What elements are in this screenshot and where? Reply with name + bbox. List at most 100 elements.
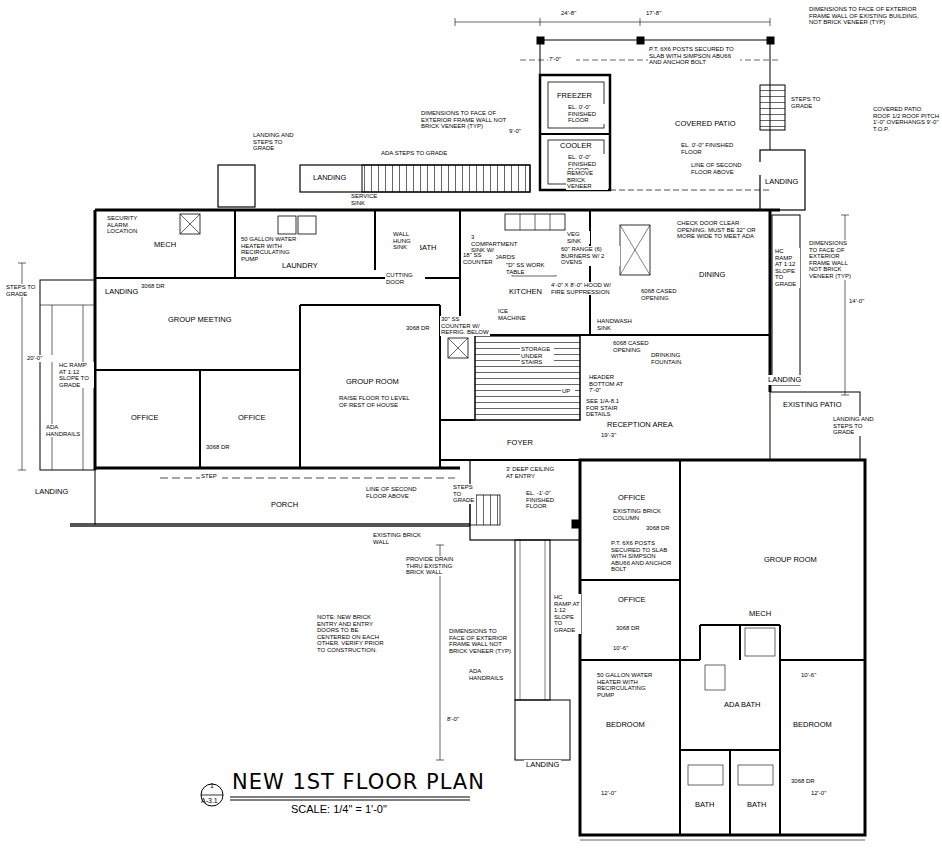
room-label: BATH bbox=[745, 800, 768, 810]
plan-annotation: 30" SS COUNTER W/ REFRIG. BELOW bbox=[440, 316, 490, 336]
room-name: LAUNDRY bbox=[282, 262, 318, 270]
plan-annotation: 50 GALLON WATER HEATER WITH RECIRCULATIN… bbox=[596, 672, 660, 698]
room-label: RECEPTION AREA bbox=[605, 420, 675, 430]
plan-annotation: UP bbox=[561, 388, 575, 395]
room-label: COOLER bbox=[558, 141, 594, 151]
room-name: LANDING bbox=[768, 376, 801, 384]
plan-annotation: EXISTING BRICK WALL bbox=[372, 532, 424, 545]
room-name: PORCH bbox=[271, 501, 298, 509]
plan-annotation: 3068 DR bbox=[140, 283, 172, 290]
room-name: LANDING bbox=[313, 174, 346, 182]
plan-annotation: HC RAMP AT 1:12 SLOPE TO GRADE bbox=[774, 248, 800, 288]
room-name: LANDING bbox=[526, 761, 559, 769]
plan-annotation: 14'-0" bbox=[848, 298, 882, 305]
plan-annotation: EXISTING BRICK COLUMN bbox=[612, 508, 662, 521]
room-label: COVERED PATIO bbox=[673, 119, 738, 129]
plan-annotation: HC RAMP AT 1:12 SLOPE TO GRADE bbox=[553, 594, 581, 634]
plan-annotation: RAISE FLOOR TO LEVEL OF REST OF HOUSE bbox=[338, 395, 412, 408]
plan-annotation: DIMENSIONS TO FACE OF EXTERIOR FRAME WAL… bbox=[448, 628, 514, 654]
room-label: LANDING bbox=[33, 487, 70, 497]
plan-annotation: 17'-8" bbox=[645, 10, 677, 17]
room-label: LANDING bbox=[766, 375, 803, 385]
plan-annotation: STEP bbox=[200, 473, 222, 480]
plan-annotation: HC RAMP AT 1:12 SLOPE TO GRADE bbox=[58, 362, 94, 388]
plan-annotation: ADA HANDRAILS bbox=[468, 668, 500, 681]
room-name: LANDING bbox=[35, 488, 68, 496]
plan-annotation: SERVICE SINK bbox=[350, 193, 384, 206]
room-label: FREEZER bbox=[555, 91, 594, 101]
room-name: LANDING bbox=[765, 178, 798, 186]
room-label: DINING bbox=[697, 270, 727, 280]
room-name: FREEZER bbox=[557, 92, 592, 100]
room-name: FOYER bbox=[507, 439, 533, 447]
plan-annotation: 20'-0" bbox=[26, 355, 58, 362]
plan-annotation: "D" SS WORK TABLE bbox=[505, 262, 557, 275]
plan-annotation: DIMENSIONS TO FACE OF EXTERIOR FRAME WAL… bbox=[808, 240, 852, 280]
plan-annotation: STEPS TO GRADE bbox=[452, 484, 476, 504]
plan-annotation: 10'-6" bbox=[612, 645, 644, 652]
plan-annotation: 4'-0" X 8'-0" HOOD W/ FIRE SUPPRESSION bbox=[550, 282, 612, 295]
plan-annotation: SECURITY ALARM LOCATION bbox=[106, 215, 150, 235]
room-label: LAUNDRY bbox=[280, 261, 320, 271]
plan-annotation: STEPS TO GRADE bbox=[5, 284, 37, 297]
room-name: LANDING bbox=[105, 288, 138, 296]
plan-annotation: 24'-8" bbox=[560, 10, 592, 17]
plan-annotation: LANDING AND STEPS TO GRADE bbox=[252, 132, 299, 152]
room-label: LANDING bbox=[524, 760, 561, 770]
plan-annotation: VEG SINK bbox=[566, 231, 590, 244]
room-label: ADA BATH bbox=[722, 700, 763, 710]
plan-annotation: STORAGE UNDER STAIRS bbox=[520, 346, 554, 366]
room-name: MECH bbox=[749, 610, 771, 618]
plan-annotation: REMOVE BRICK VENEER bbox=[566, 170, 608, 190]
plan-annotation: P.T. 6X6 POSTS SECURED TO SLAB WITH SIMP… bbox=[648, 46, 740, 66]
room-label: EXISTING PATIO bbox=[781, 400, 843, 410]
room-label: OFFICE bbox=[129, 413, 161, 423]
plan-annotation: 12'-0" bbox=[810, 790, 842, 797]
plan-annotation: SCALE: 1/4" = 1'-0" bbox=[290, 803, 388, 815]
plan-annotation: DRINKING FOUNTAIN bbox=[650, 352, 694, 365]
room-label: OFFICE bbox=[236, 413, 268, 423]
plan-annotation: 6068 CASED OPENING bbox=[612, 340, 650, 353]
plan-annotation: LINE OF SECOND FLOOR ABOVE bbox=[365, 486, 427, 499]
room-label: MECH bbox=[747, 609, 773, 619]
plan-annotation: DIMENSIONS TO FACE OF EXTERIOR FRAME WAL… bbox=[808, 6, 928, 26]
plan-annotation: 18" SS COUNTER bbox=[462, 252, 496, 265]
plan-annotation: 9'-0" bbox=[508, 128, 536, 135]
plan-annotation: COVERED PATIO ROOF 1/2 ROOF PITCH 1'-0" … bbox=[872, 106, 940, 132]
plan-annotation: 3068 DR bbox=[790, 778, 822, 785]
room-name: DINING bbox=[699, 271, 725, 279]
room-name: OFFICE bbox=[618, 494, 646, 502]
plan-annotation: 1 bbox=[209, 782, 215, 790]
room-name: RECEPTION AREA bbox=[607, 421, 673, 429]
room-label: LANDING bbox=[311, 173, 348, 183]
plan-annotation: STEPS TO GRADE bbox=[790, 96, 822, 109]
room-label: GROUP ROOM bbox=[762, 555, 819, 565]
room-label: KITCHEN bbox=[507, 287, 544, 297]
plan-annotation: LINE OF SECOND FLOOR ABOVE bbox=[690, 162, 762, 175]
plan-annotation: EL. 0'-0" FINISHED FLOOR bbox=[567, 104, 605, 124]
room-name: BATH bbox=[747, 801, 766, 809]
plan-annotation: NOTE: NEW BRICK ENTRY AND ENTRY DOORS TO… bbox=[316, 614, 390, 654]
plan-annotation: 60" RANGE (6) BURNERS W/ 2 OVENS bbox=[560, 246, 620, 266]
plan-annotation: LANDING AND STEPS TO GRADE bbox=[832, 416, 884, 436]
plan-annotation: 12'-0" bbox=[600, 790, 632, 797]
room-label: BEDROOM bbox=[791, 720, 834, 730]
room-label: BATH bbox=[693, 800, 716, 810]
room-name: EXISTING PATIO bbox=[783, 401, 841, 409]
room-name: OFFICE bbox=[618, 596, 646, 604]
plan-annotation: 3068 DR bbox=[645, 525, 677, 532]
plan-annotation: 19'-3" bbox=[600, 432, 632, 439]
room-label: LANDING bbox=[103, 287, 140, 297]
plan-annotation: 3068 DR bbox=[615, 625, 647, 632]
plan-annotation: PROVIDE DRAIN THRU EXISTING BRICK WALL bbox=[405, 556, 465, 576]
room-label: GROUP ROOM bbox=[344, 377, 401, 387]
plan-annotation: WALL HUNG SINK bbox=[392, 231, 420, 251]
room-label: OFFICE bbox=[616, 595, 648, 605]
room-name: COVERED PATIO bbox=[675, 120, 736, 128]
room-label: MECH bbox=[152, 240, 178, 250]
room-label: BEDROOM bbox=[604, 720, 647, 730]
plan-annotation: HEADER BOTTOM AT 7'-0" bbox=[588, 374, 636, 394]
plan-annotation: 50 GALLON WATER HEATER WITH RECIRCULATIN… bbox=[240, 236, 304, 262]
plan-annotation: 7'-0" bbox=[548, 56, 576, 63]
room-name: BEDROOM bbox=[606, 721, 645, 729]
